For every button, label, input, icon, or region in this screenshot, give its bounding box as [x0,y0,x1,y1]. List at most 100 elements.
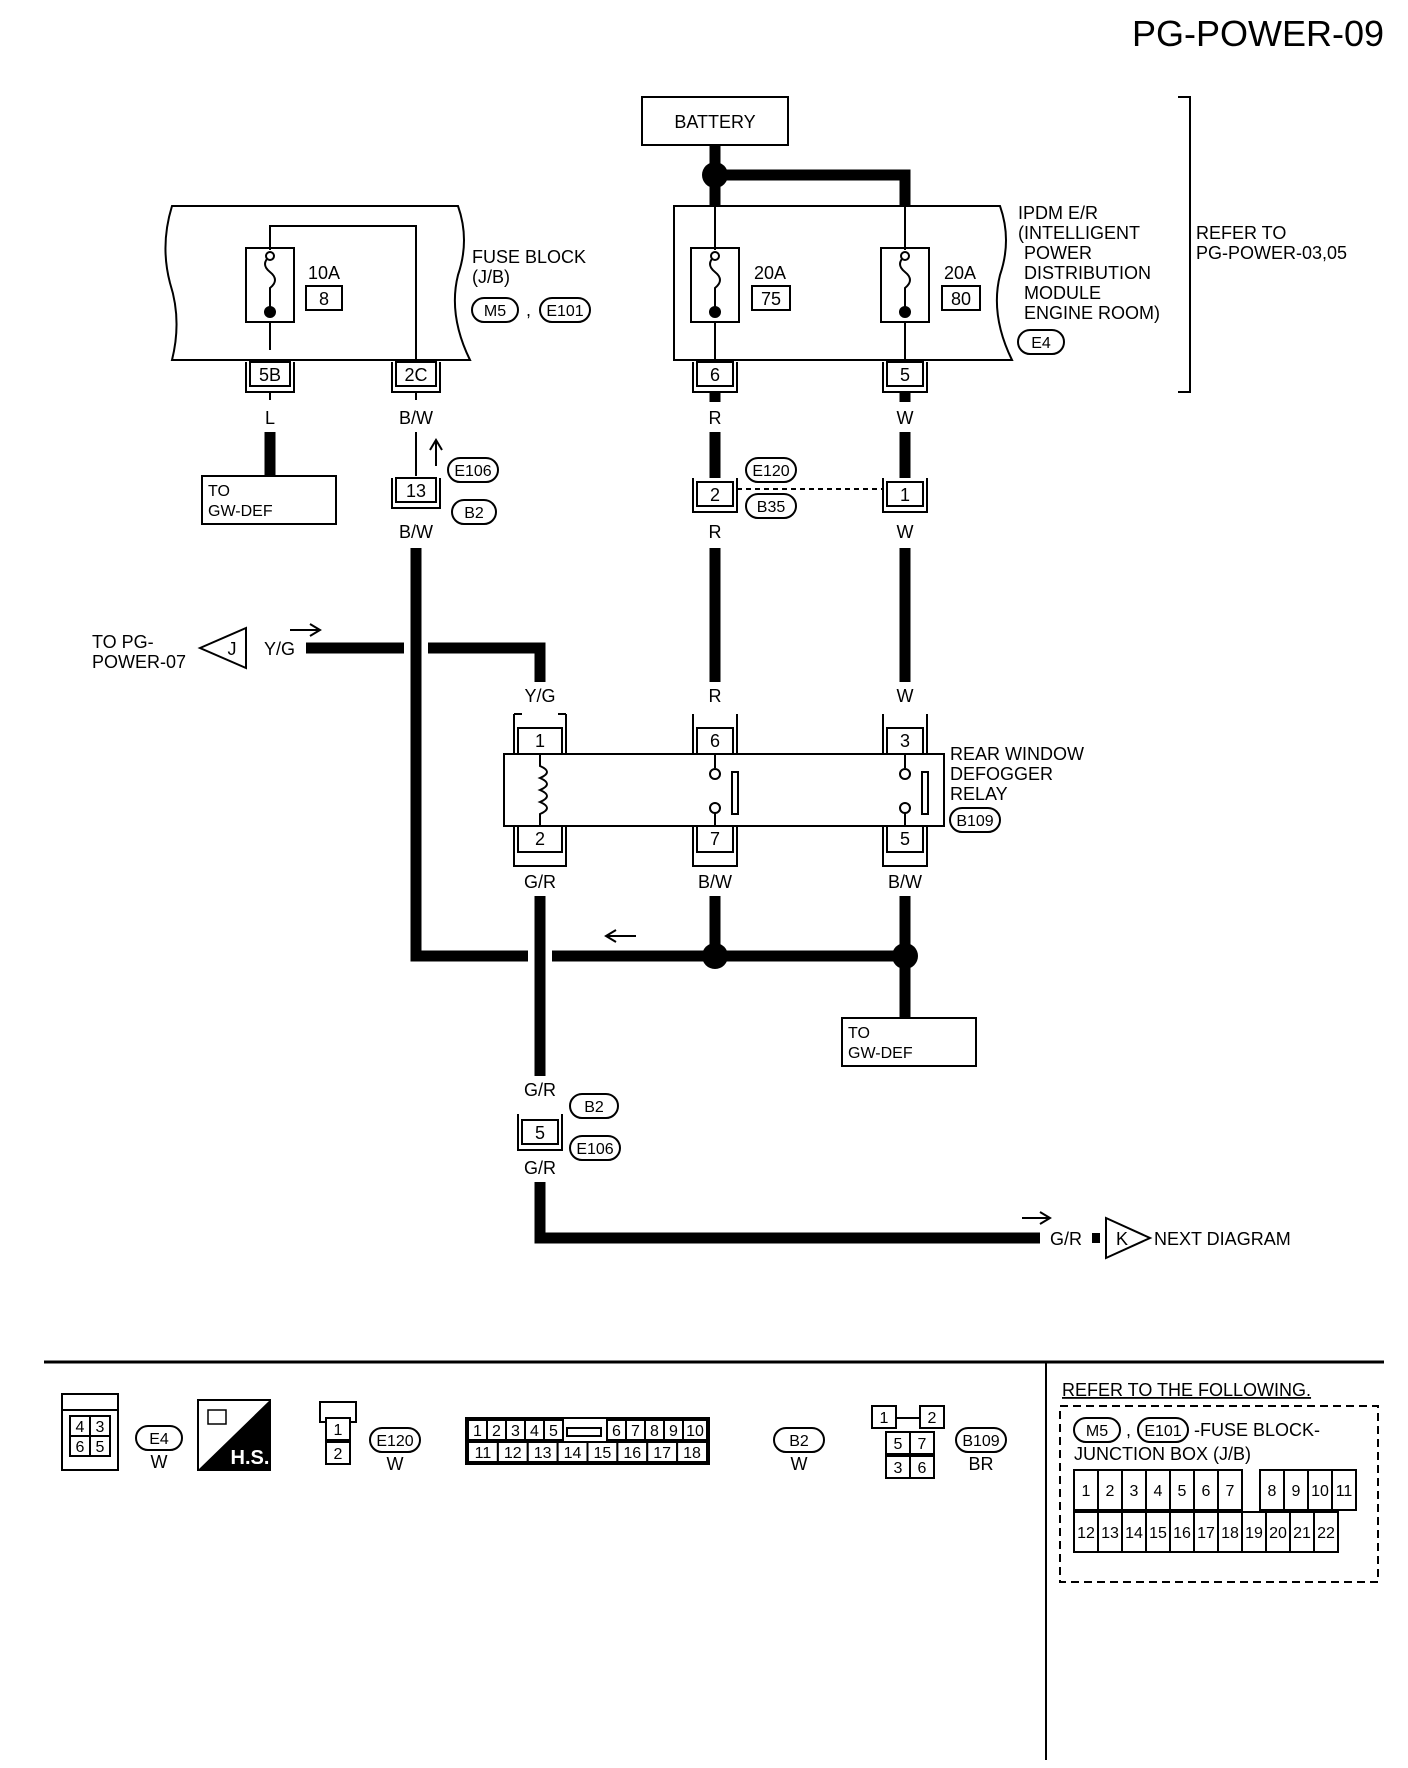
svg-text:,: , [1126,1420,1131,1440]
wire-gr-out [534,1182,1040,1244]
battery-label: BATTERY [674,112,755,132]
svg-text:2: 2 [710,485,720,505]
refer-bracket [1178,96,1191,393]
svg-text:5: 5 [96,1439,105,1456]
svg-text:W: W [791,1454,808,1474]
relay-coil [537,754,548,826]
svg-text:20A: 20A [754,263,786,283]
jb-pin [1073,1469,1099,1511]
svg-text:4: 4 [76,1419,85,1436]
jb-pin [1307,1469,1333,1511]
jb-pin-label: 10 [1311,1483,1329,1500]
svg-text:W: W [151,1452,168,1472]
connector-e101-badge [539,297,591,323]
relay-pin-2 [517,825,563,853]
svg-text:2C: 2C [404,365,427,385]
connector-b2-badge-bottom [569,1093,619,1119]
jb-pin [1121,1511,1147,1553]
current-arrow-up [429,438,443,466]
connector-e106-badge-bottom [569,1135,621,1161]
refer-following: REFER TO THE FOLLOWING. [1062,1380,1311,1400]
b2-pin-label: 8 [650,1423,659,1440]
fuse-block-label-2: (J/B) [472,267,510,287]
current-arrow-right-gr [1022,1211,1052,1225]
relay-body [503,753,945,827]
wire-color-gr-4: G/R [1050,1229,1082,1249]
svg-text:DISTRIBUTION: DISTRIBUTION [1024,263,1151,283]
wire-color-r-1: R [709,408,722,428]
jb-pin-label: 19 [1245,1525,1263,1542]
svg-text:B2: B2 [584,1099,604,1116]
connector-k-triangle [1105,1216,1153,1260]
jb-pin-label: 13 [1101,1525,1119,1542]
b2-pin-label: 1 [473,1423,482,1440]
jb-pin-label: 14 [1125,1525,1143,1542]
b2-pin-label: 2 [492,1423,501,1440]
svg-text:TO: TO [208,483,230,500]
pin-5-ipdm [886,361,924,387]
pin-1-e120 [886,481,924,507]
svg-text:1: 1 [334,1422,343,1439]
pin-5b [249,361,291,387]
wire-color-w-2: W [897,522,914,542]
b2-pin-label: 13 [534,1445,552,1462]
connector-e106-badge-top [447,457,499,483]
b2-pin [543,1419,564,1441]
svg-text:5: 5 [535,1123,545,1143]
svg-text:6: 6 [76,1439,85,1456]
svg-text:M5: M5 [1086,1423,1108,1440]
b2-pin-label: 5 [549,1423,558,1440]
svg-text:IPDM E/R: IPDM E/R [1018,203,1098,223]
b2-pin-label: 12 [504,1445,522,1462]
jb-pin [1241,1511,1267,1553]
svg-text:80: 80 [951,289,971,309]
pin-2-e120 [696,481,734,507]
svg-text:B109: B109 [956,813,993,830]
b2-pin-label: 17 [653,1445,671,1462]
svg-text:E4: E4 [1031,335,1051,352]
svg-text:BR: BR [968,1454,993,1474]
pin-5-b2 [521,1119,559,1145]
svg-text:3: 3 [900,731,910,751]
fuse-10a-amp: 10A [308,263,340,283]
wire-color-yg-2: Y/G [524,686,555,706]
connector-b109-badge [949,807,1001,833]
svg-text:W: W [897,686,914,706]
wire-battery-right [715,169,911,206]
svg-text:13: 13 [406,481,426,501]
b2-pin [676,1441,708,1463]
b2-pin-label: 7 [631,1423,640,1440]
svg-text:E101: E101 [546,303,583,320]
b2-pin-label: 9 [669,1423,678,1440]
relay-pin-7 [696,825,734,853]
svg-text:5B: 5B [259,365,281,385]
svg-text:-FUSE BLOCK-: -FUSE BLOCK- [1194,1420,1320,1440]
svg-text:6: 6 [710,365,720,385]
wire-color-gr-3: G/R [524,1158,556,1178]
b2-pin-label: 3 [511,1423,520,1440]
svg-text:PG-POWER-03,05: PG-POWER-03,05 [1196,243,1347,263]
b2-pin-label: 4 [530,1423,539,1440]
svg-text:5: 5 [900,829,910,849]
jb-pin-label: 3 [1130,1483,1139,1500]
svg-text:B109: B109 [962,1433,999,1450]
to-gw-def-box-2 [841,1017,977,1067]
jb-pin-label: 9 [1292,1483,1301,1500]
to-pg-power-07-line1: TO PG- [92,632,154,652]
relay-label-1: REAR WINDOW [950,744,1084,764]
svg-text:JUNCTION BOX (J/B): JUNCTION BOX (J/B) [1074,1444,1251,1464]
jb-pin-label: 2 [1106,1483,1115,1500]
svg-text:5: 5 [894,1436,903,1453]
jb-pin [1145,1511,1171,1553]
jb-pin-label: 17 [1197,1525,1215,1542]
wire-yg-right [428,642,546,682]
svg-text:2: 2 [928,1410,937,1427]
svg-text:REFER TO: REFER TO [1196,223,1286,243]
current-arrow-right-yg [290,623,322,637]
jb-pin [1217,1469,1243,1511]
svg-text:1: 1 [900,485,910,505]
connector-m5-badge [471,297,519,323]
wire-color-bw-4: B/W [888,872,922,892]
